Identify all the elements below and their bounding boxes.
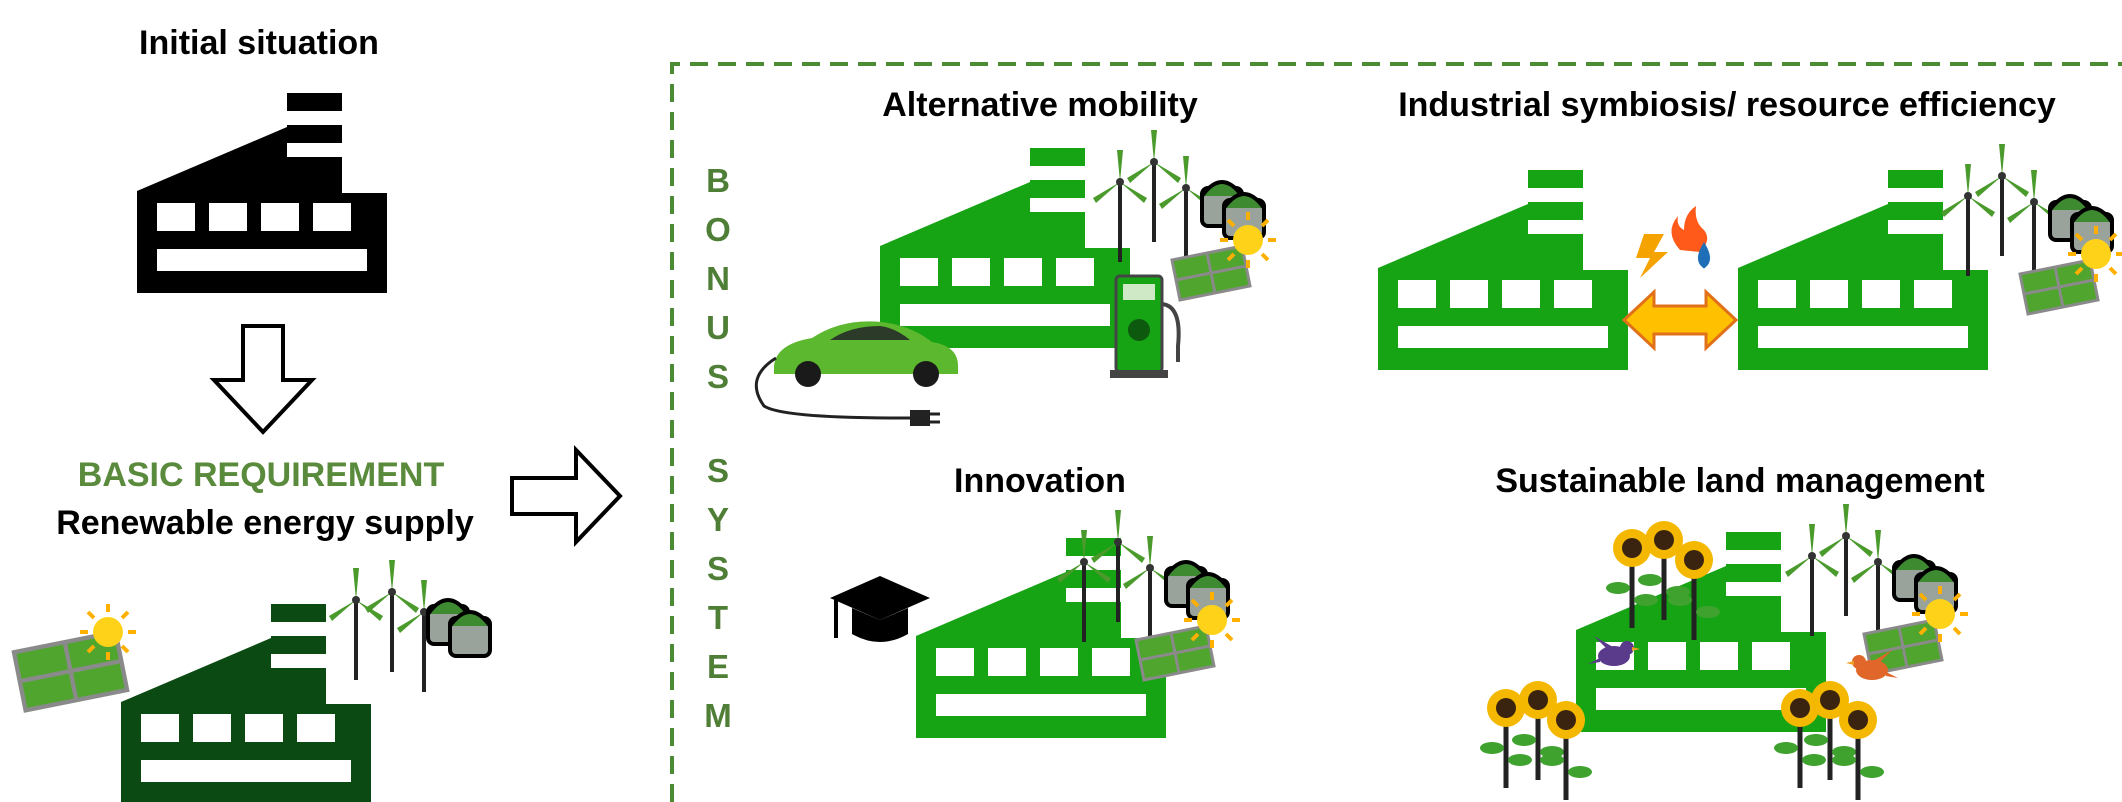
initial-factory-icon [137, 93, 387, 293]
symbiosis-factory-right-icon [1738, 170, 1988, 370]
alternative-mobility-title: Alternative mobility [882, 86, 1198, 124]
bonus-letter: Y [706, 501, 730, 538]
bonus-letter: S [706, 452, 730, 489]
bonus-letter: B [706, 162, 730, 199]
bonus-system-frame [670, 62, 2122, 802]
industrial-symbiosis-title: Industrial symbiosis/ resource efficienc… [1398, 86, 2056, 124]
bonus-letter: T [707, 599, 729, 636]
bonus-letter: E [706, 648, 730, 685]
charging-station-icon [1110, 274, 1181, 378]
symbiosis-factory-left-icon [1378, 170, 1628, 370]
renewable-energy-supply-label: Renewable energy supply [56, 504, 474, 542]
exchange-arrow-icon [1621, 288, 1739, 352]
basic-requirement-label: BASIC REQUIREMENT [77, 456, 445, 494]
mobility-factory-icon [880, 148, 1130, 348]
bonus-letter: S [706, 550, 730, 587]
bonus-letter: N [706, 260, 730, 297]
basic-factory-icon [121, 604, 371, 802]
bonus-letter: S [706, 358, 730, 395]
fire-icon [1671, 206, 1708, 252]
bonus-letter: M [704, 697, 732, 734]
electric-car-icon [754, 321, 958, 426]
innovation-title: Innovation [954, 462, 1126, 500]
bonus-letter: U [706, 309, 730, 346]
sustainable-land-management-title: Sustainable land management [1495, 462, 1985, 500]
biogas-tank-icon [426, 598, 492, 658]
down-arrow-icon [209, 324, 317, 435]
innovation-factory-icon [916, 538, 1166, 738]
bonus-letter: O [705, 211, 731, 248]
right-arrow-icon [510, 445, 623, 547]
water-drop-icon [1698, 241, 1710, 269]
graduation-cap-icon [830, 576, 930, 642]
lightning-icon [1636, 234, 1668, 278]
initial-situation-title: Initial situation [139, 24, 379, 62]
